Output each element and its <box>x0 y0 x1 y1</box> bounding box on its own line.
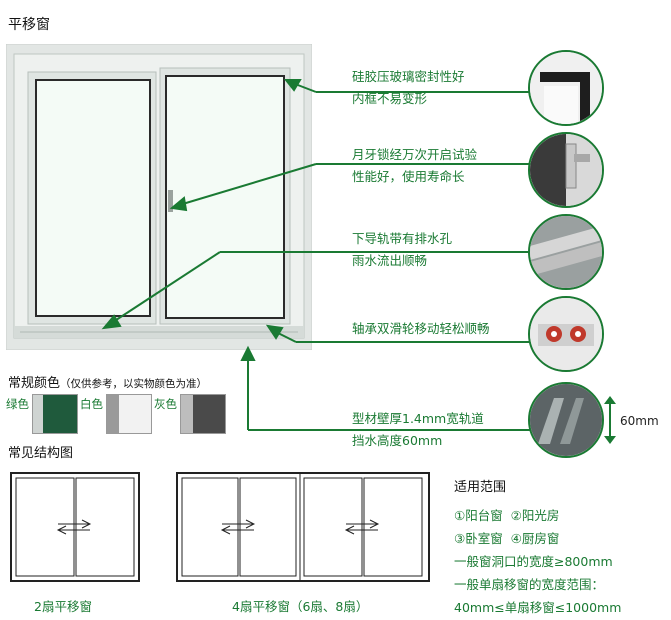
callout-profile-line2: 挡水高度60mm <box>352 433 443 448</box>
callout-pulley: 轴承双滑轮移动轻松顺畅 <box>352 318 490 340</box>
swatch-white-label: 白色 <box>80 397 103 411</box>
callout-track-line2: 雨水流出顺畅 <box>352 253 428 268</box>
scope-row2: ③卧室窗 ④厨房窗 <box>454 531 560 546</box>
diagram-4-label: 4扇平移窗（6扇、8扇） <box>232 599 369 614</box>
swatch-green-label: 绿色 <box>6 397 29 411</box>
callout-track-line1: 下导轨带有排水孔 <box>352 231 453 246</box>
colors-title: 常规颜色 <box>8 376 61 391</box>
swatch-white <box>106 394 152 434</box>
callout-profile: 型材壁厚1.4mm宽轨道 挡水高度60mm <box>352 408 484 452</box>
colors-note: （仅供参考，以实物颜色为准） <box>60 378 208 390</box>
swatch-gray-label: 灰色 <box>154 397 177 411</box>
detail-profile-photo <box>528 382 604 458</box>
structure-title: 常见结构图 <box>8 446 74 461</box>
scope-title: 适用范围 <box>454 480 507 495</box>
callout-lock-line2: 性能好，使用寿命长 <box>352 169 465 184</box>
diagram-2-sash <box>10 472 140 582</box>
callout-lock: 月牙锁经万次开启试验 性能好，使用寿命长 <box>352 144 477 188</box>
colors-heading: 常规颜色（仅供参考，以实物颜色为准） <box>8 372 207 391</box>
detail-lock-photo <box>528 132 604 208</box>
callout-track: 下导轨带有排水孔 雨水流出顺畅 <box>352 228 452 272</box>
window-illustration <box>6 44 312 350</box>
scope-line5: 40mm≤单扇移窗≤1000mm <box>454 600 622 615</box>
callout-pulley-line1: 轴承双滑轮移动轻松顺畅 <box>352 321 490 336</box>
scope-line3: 一般窗洞口的宽度≥800mm <box>454 554 613 569</box>
callout-seal-line2: 内框不易变形 <box>352 91 428 106</box>
scope-row1: ①阳台窗 ②阳光房 <box>454 508 560 523</box>
detail-pulley-photo <box>528 296 604 372</box>
scope-list: ①阳台窗 ②阳光房 ③卧室窗 ④厨房窗 一般窗洞口的宽度≥800mm 一般单扇移… <box>454 504 621 619</box>
diagram-2-label: 2扇平移窗 <box>34 599 92 614</box>
swatch-gray <box>180 394 226 434</box>
swatch-green <box>32 394 78 434</box>
detail-seal-photo <box>528 50 604 126</box>
detail-track-photo <box>528 214 604 290</box>
page-title: 平移窗 <box>8 17 50 33</box>
callout-seal: 硅胶压玻璃密封性好 内框不易变形 <box>352 66 465 110</box>
dimension-label: 60mm <box>620 414 659 428</box>
diagram-4-sash <box>176 472 430 582</box>
dimension-arrow <box>604 396 616 444</box>
callout-lock-line1: 月牙锁经万次开启试验 <box>352 147 478 162</box>
scope-line4: 一般单扇移窗的宽度范围： <box>454 577 605 592</box>
callout-profile-line1: 型材壁厚1.4mm宽轨道 <box>352 411 484 426</box>
callout-seal-line1: 硅胶压玻璃密封性好 <box>352 69 465 84</box>
